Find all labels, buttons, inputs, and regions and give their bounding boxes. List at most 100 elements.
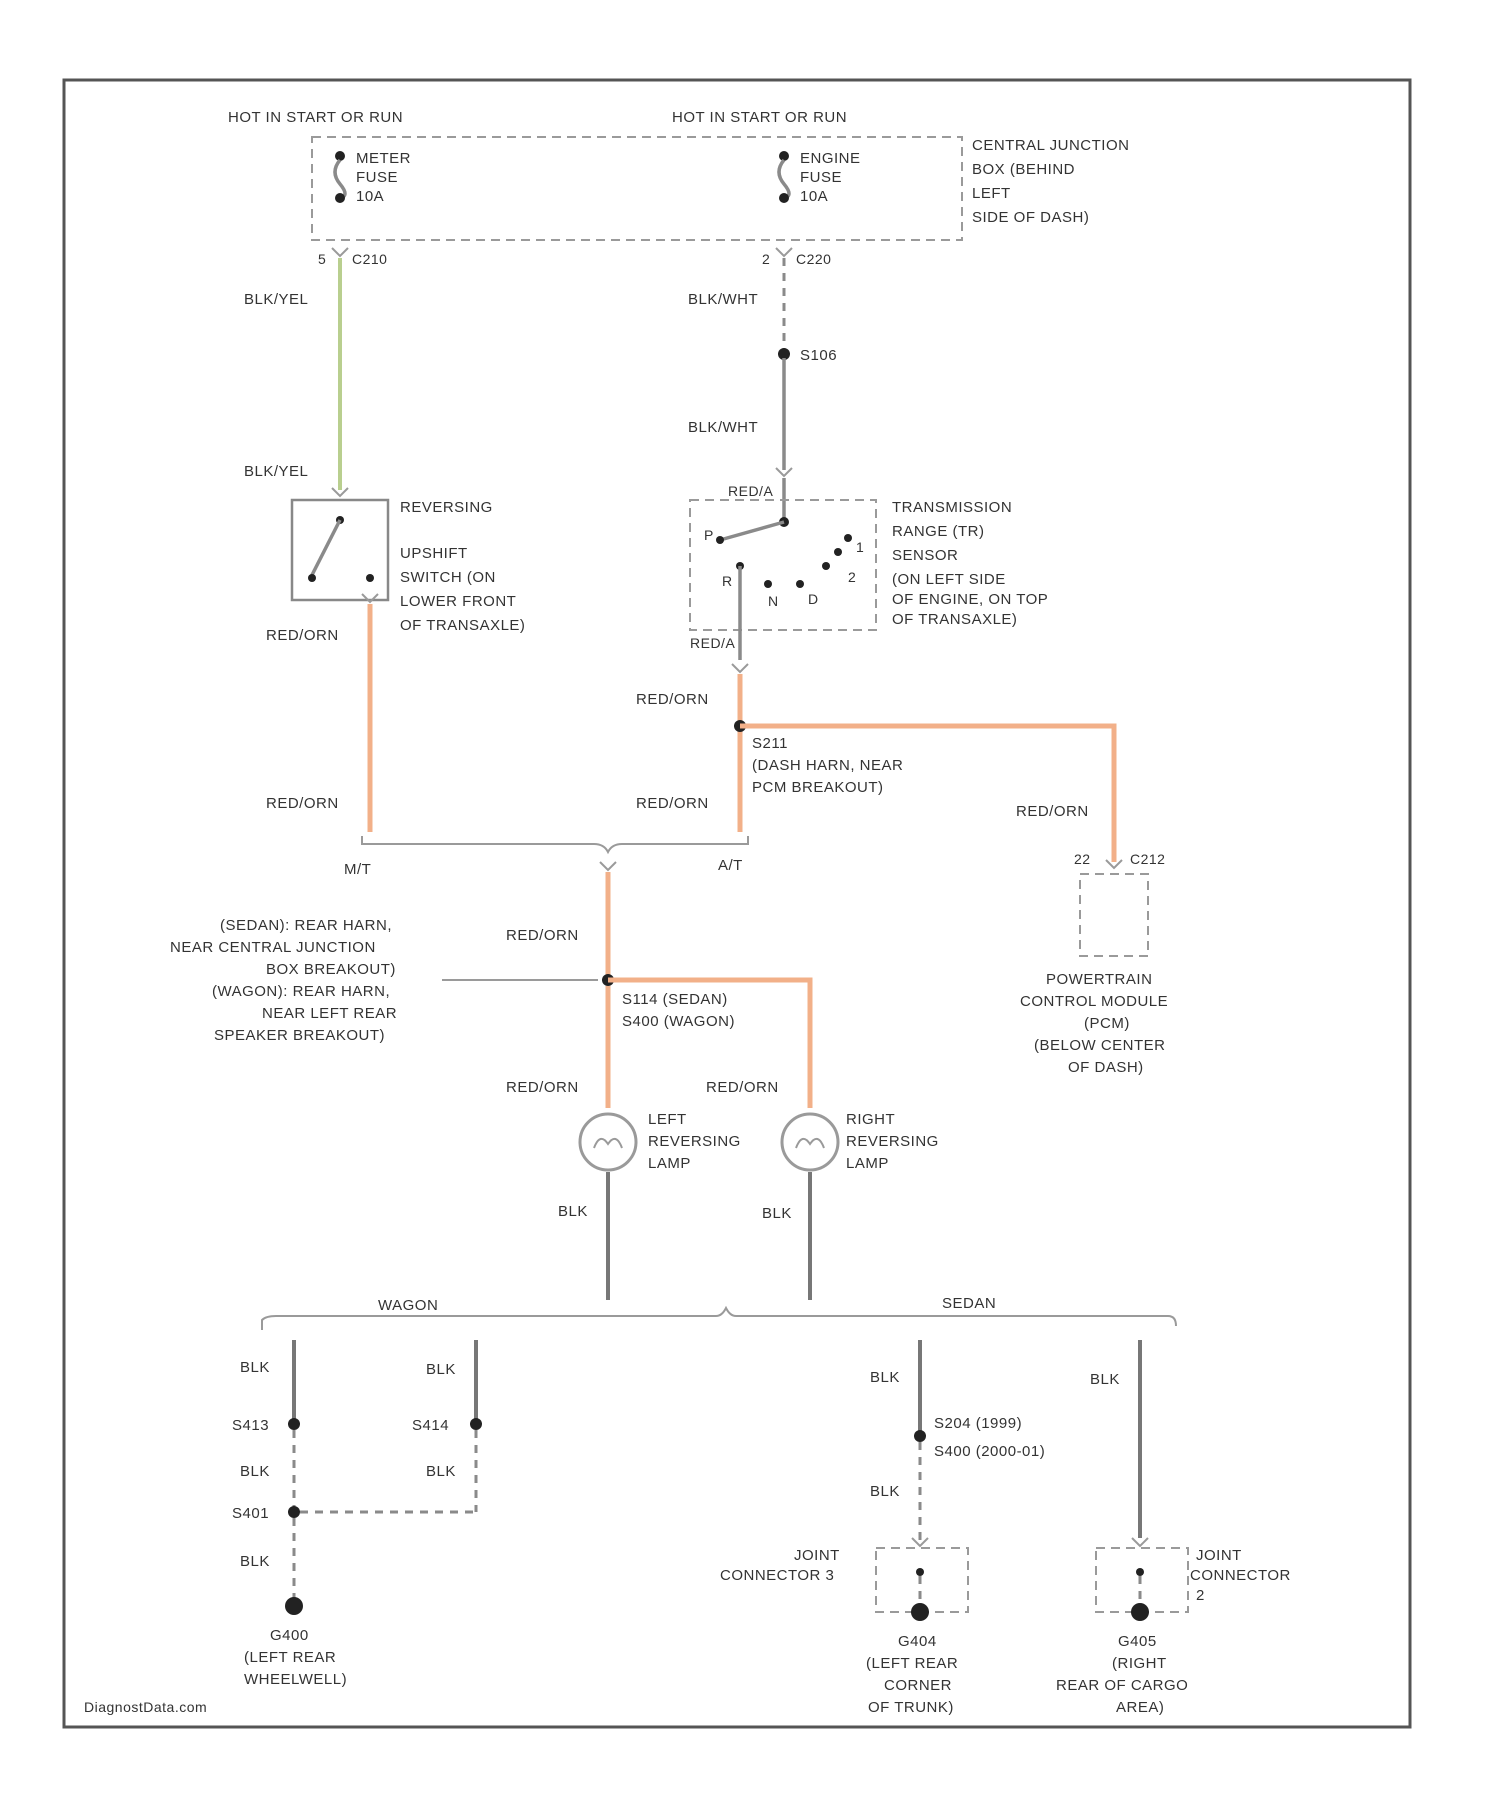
tr-pos-1: 1 [856, 539, 864, 555]
splice-s413-label: S413 [232, 1417, 269, 1434]
right-lamp-label-1: RIGHT [846, 1111, 895, 1128]
red-orn-label-at: RED/ORN [636, 795, 709, 812]
meter-fuse-label-3: 10A [356, 188, 384, 205]
cjb-connector-left: C210 [352, 251, 387, 267]
splice-s413 [288, 1418, 300, 1430]
joint-left-label-1: JOINT [794, 1547, 840, 1564]
splice-s114-label-1: S114 (SEDAN) [622, 991, 728, 1008]
red-orn-label-mt: RED/ORN [266, 795, 339, 812]
tr-pos-d: D [808, 591, 819, 607]
pcm-pin: 22 [1074, 851, 1091, 867]
rear-note-6: SPEAKER BREAKOUT) [214, 1027, 385, 1044]
g400-label-1: G400 [270, 1627, 309, 1644]
splice-s211-label-3: PCM BREAKOUT) [752, 779, 884, 796]
tr-pos-r: R [722, 573, 733, 589]
wagon-blk-label-4: BLK [426, 1463, 456, 1480]
engine-fuse-terminal-bottom [779, 193, 789, 203]
selector-mt: M/T [344, 861, 371, 878]
pcm-label-4: (BELOW CENTER [1034, 1037, 1166, 1054]
engine-fuse-label-1: ENGINE [800, 150, 861, 167]
wagon-blk-label-1: BLK [240, 1359, 270, 1376]
tr-contact-d [822, 562, 830, 570]
wagon-blk-label-3: BLK [240, 1463, 270, 1480]
reversing-upshift-switch-box [292, 500, 388, 600]
connector-c210-symbol [332, 248, 348, 256]
tr-label-3: SENSOR [892, 547, 958, 564]
tr-wiper [720, 522, 784, 540]
left-lamp-label-2: REVERSING [648, 1133, 741, 1150]
engine-fuse-label-2: FUSE [800, 169, 842, 186]
rear-note-4: (WAGON): REAR HARN, [212, 983, 390, 1000]
red-orn-label-pcm: RED/ORN [1016, 803, 1089, 820]
switch-lower-contact [308, 574, 316, 582]
blk-wht-label-top: BLK/WHT [688, 291, 758, 308]
tr-label-6: OF TRANSAXLE) [892, 611, 1017, 628]
rear-note-3: BOX BREAKOUT) [266, 961, 396, 978]
watermark: DiagnostData.com [84, 1699, 207, 1715]
reversing-switch-label-1: REVERSING [400, 499, 493, 516]
engine-fuse-element [779, 160, 789, 198]
tr-contact-n [764, 580, 772, 588]
pcm-label-3: (PCM) [1084, 1015, 1130, 1032]
joint-connector-2-input [1132, 1538, 1148, 1546]
g-left-label-1: G404 [898, 1633, 937, 1650]
tr-label-5: OF ENGINE, ON TOP [892, 591, 1048, 608]
splice-s414-label: S414 [412, 1417, 449, 1434]
meter-fuse-label-1: METER [356, 150, 411, 167]
reversing-switch-label-5: OF TRANSAXLE) [400, 617, 525, 634]
joint-connector-2-box [1096, 1548, 1188, 1612]
joint-connector-3-pin [916, 1568, 924, 1576]
switch-output-contact [366, 574, 374, 582]
tr-contact-1 [844, 534, 852, 542]
sedan-splice-line-2: S400 (2000-01) [934, 1443, 1045, 1460]
pcm-label-2: CONTROL MODULE [1020, 993, 1168, 1010]
blk-label-right-lamp: BLK [762, 1205, 792, 1222]
splice-s204 [914, 1430, 926, 1442]
red-orn-label-right-lamp: RED/ORN [706, 1079, 779, 1096]
rear-note-2: NEAR CENTRAL JUNCTION [170, 939, 376, 956]
left-lamp-label-3: LAMP [648, 1155, 691, 1172]
splice-s414 [470, 1418, 482, 1430]
sedan-blk-label-3: BLK [1090, 1371, 1120, 1388]
reversing-switch-label-3: SWITCH (ON [400, 569, 496, 586]
tr-contact-2 [834, 548, 842, 556]
tr-pos-p: P [704, 527, 714, 543]
tr-pos-n: N [768, 593, 779, 609]
g-right-label-2: (RIGHT [1112, 1655, 1167, 1672]
ground-g404 [911, 1603, 929, 1621]
splice-s211-label-2: (DASH HARN, NEAR [752, 757, 903, 774]
tr-label-2: RANGE (TR) [892, 523, 985, 540]
left-reversing-lamp [580, 1114, 636, 1170]
sedan-blk-label-1: BLK [870, 1369, 900, 1386]
meter-fuse-element [335, 160, 345, 198]
meter-fuse-terminal-bottom [335, 193, 345, 203]
reversing-switch-label-4: LOWER FRONT [400, 593, 516, 610]
mt-at-selector-bracket [362, 836, 748, 852]
wagon-label: WAGON [378, 1297, 438, 1314]
joint-right-label-2: CONNECTOR [1190, 1567, 1291, 1584]
joint-right-label-3: 2 [1196, 1587, 1205, 1604]
engine-fuse-label-3: 10A [800, 188, 828, 205]
right-reversing-lamp [782, 1114, 838, 1170]
red-orn-label-tr: RED/ORN [636, 691, 709, 708]
blk-wht-label-bottom: BLK/WHT [688, 419, 758, 436]
joint-right-label-1: JOINT [1196, 1547, 1242, 1564]
joint-left-label-2: CONNECTOR 3 [720, 1567, 834, 1584]
wagon-blk-label-2: BLK [426, 1361, 456, 1378]
tr-output-connector [732, 664, 748, 672]
sedan-label: SEDAN [942, 1295, 996, 1312]
splice-s401-label: S401 [232, 1505, 269, 1522]
tr-contact-p [716, 536, 724, 544]
g-left-label-2: (LEFT REAR [866, 1655, 958, 1672]
pcm-box [1080, 874, 1148, 956]
meter-fuse-label-2: FUSE [356, 169, 398, 186]
pcm-label-1: POWERTRAIN [1046, 971, 1152, 988]
g-left-label-4: OF TRUNK) [868, 1699, 954, 1716]
splice-s401 [288, 1506, 300, 1518]
cjb-label-1: CENTRAL JUNCTION [972, 137, 1129, 154]
cjb-label-4: SIDE OF DASH) [972, 209, 1089, 226]
g-left-label-3: CORNER [884, 1677, 952, 1694]
red-orn-label-left-lamp: RED/ORN [506, 1079, 579, 1096]
red-a-label: RED/A [728, 483, 773, 499]
